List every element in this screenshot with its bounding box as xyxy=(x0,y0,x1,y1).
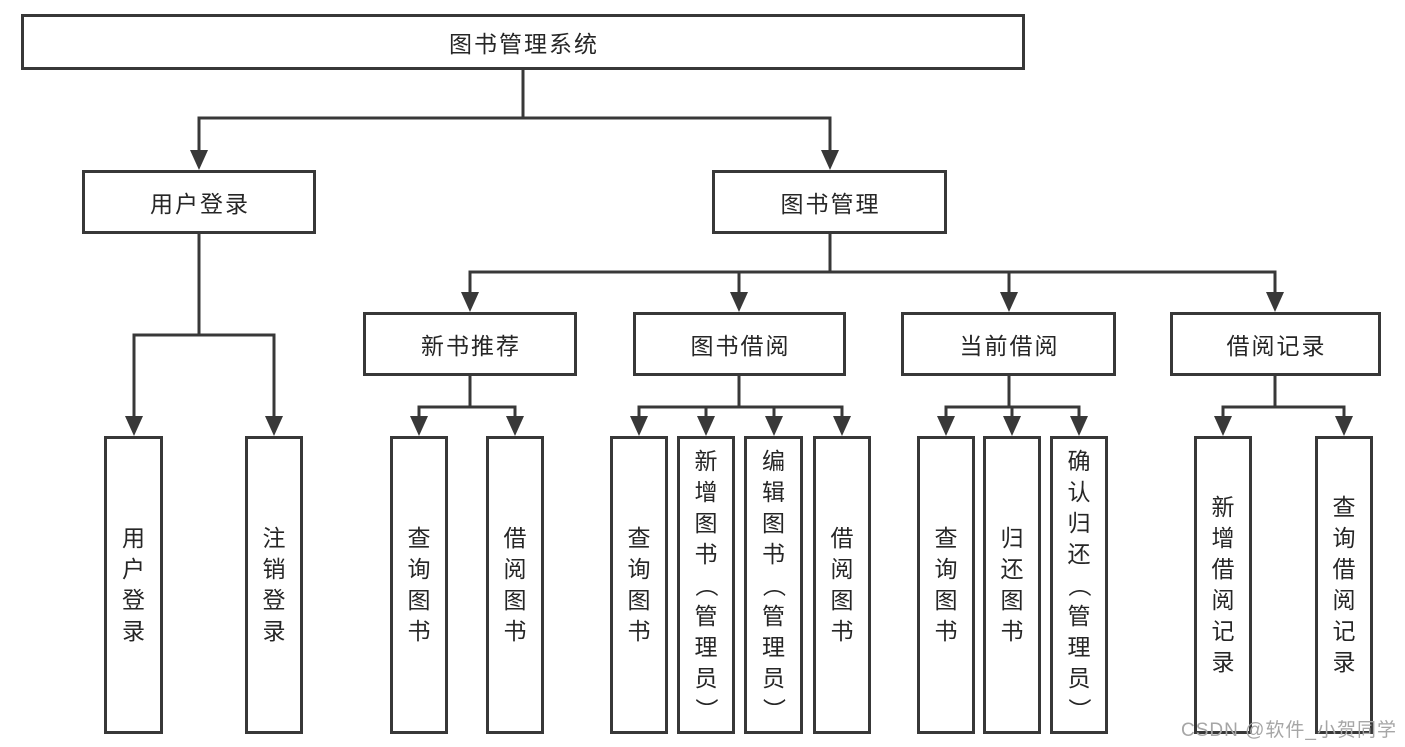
leaf-logout: 注销登录 xyxy=(245,436,303,734)
leaf-add-book-admin: 新增图书（管理员） xyxy=(677,436,735,734)
leaf-query-borrow-record: 查询借阅记录 xyxy=(1315,436,1373,734)
leaf-return-books: 归还图书 xyxy=(983,436,1041,734)
node-book-borrow: 图书借阅 xyxy=(633,312,846,376)
node-current-borrow: 当前借阅 xyxy=(901,312,1116,376)
node-borrow-records: 借阅记录 xyxy=(1170,312,1381,376)
node-root-system: 图书管理系统 xyxy=(21,14,1025,70)
node-book-management: 图书管理 xyxy=(712,170,947,234)
leaf-query-books-recommend: 查询图书 xyxy=(390,436,448,734)
leaf-user-login: 用户登录 xyxy=(104,436,163,734)
node-new-book-recommend: 新书推荐 xyxy=(363,312,577,376)
leaf-edit-book-admin: 编辑图书（管理员） xyxy=(744,436,803,734)
leaf-query-books-borrow: 查询图书 xyxy=(610,436,668,734)
node-user-login: 用户登录 xyxy=(82,170,316,234)
leaf-confirm-return-admin: 确认归还（管理员） xyxy=(1050,436,1108,734)
leaf-borrow-books: 借阅图书 xyxy=(813,436,871,734)
leaf-borrow-books-recommend: 借阅图书 xyxy=(486,436,544,734)
watermark: CSDN @软件_小贺同学 xyxy=(1181,720,1397,741)
leaf-query-books-current: 查询图书 xyxy=(917,436,975,734)
leaf-add-borrow-record: 新增借阅记录 xyxy=(1194,436,1252,734)
